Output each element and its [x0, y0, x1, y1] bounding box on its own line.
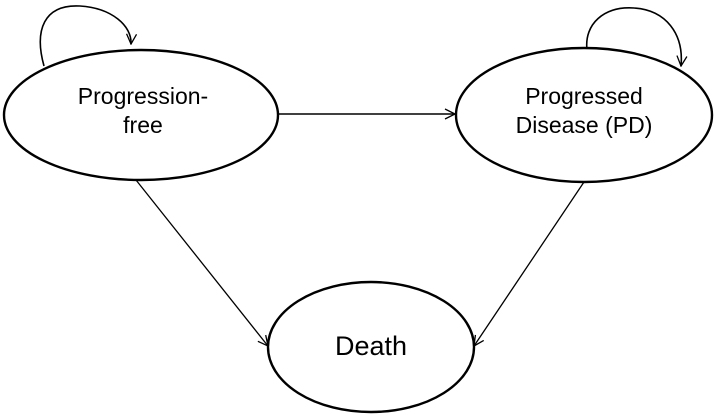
node-progression-free — [2, 48, 280, 182]
label-progression-free-line1: Progression- — [77, 83, 209, 109]
arrow-pf-to-death — [135, 179, 268, 346]
self-loop-progression-free-arrow — [39, 5, 131, 67]
label-death: Death — [271, 330, 471, 364]
label-death-line1: Death — [334, 331, 408, 361]
node-progressed-disease — [454, 46, 714, 184]
label-progressed-disease: Progressed Disease (PD) — [484, 82, 684, 140]
label-progressed-disease-line2: Disease (PD) — [515, 111, 653, 138]
label-progression-free: Progression- free — [43, 82, 243, 140]
arrow-pd-to-death — [474, 181, 585, 346]
node-death — [266, 280, 476, 414]
label-progressed-disease-line1: Progressed — [525, 83, 643, 109]
label-progression-free-line2: free — [123, 111, 163, 138]
self-loop-progressed-disease-arrow — [585, 7, 682, 66]
